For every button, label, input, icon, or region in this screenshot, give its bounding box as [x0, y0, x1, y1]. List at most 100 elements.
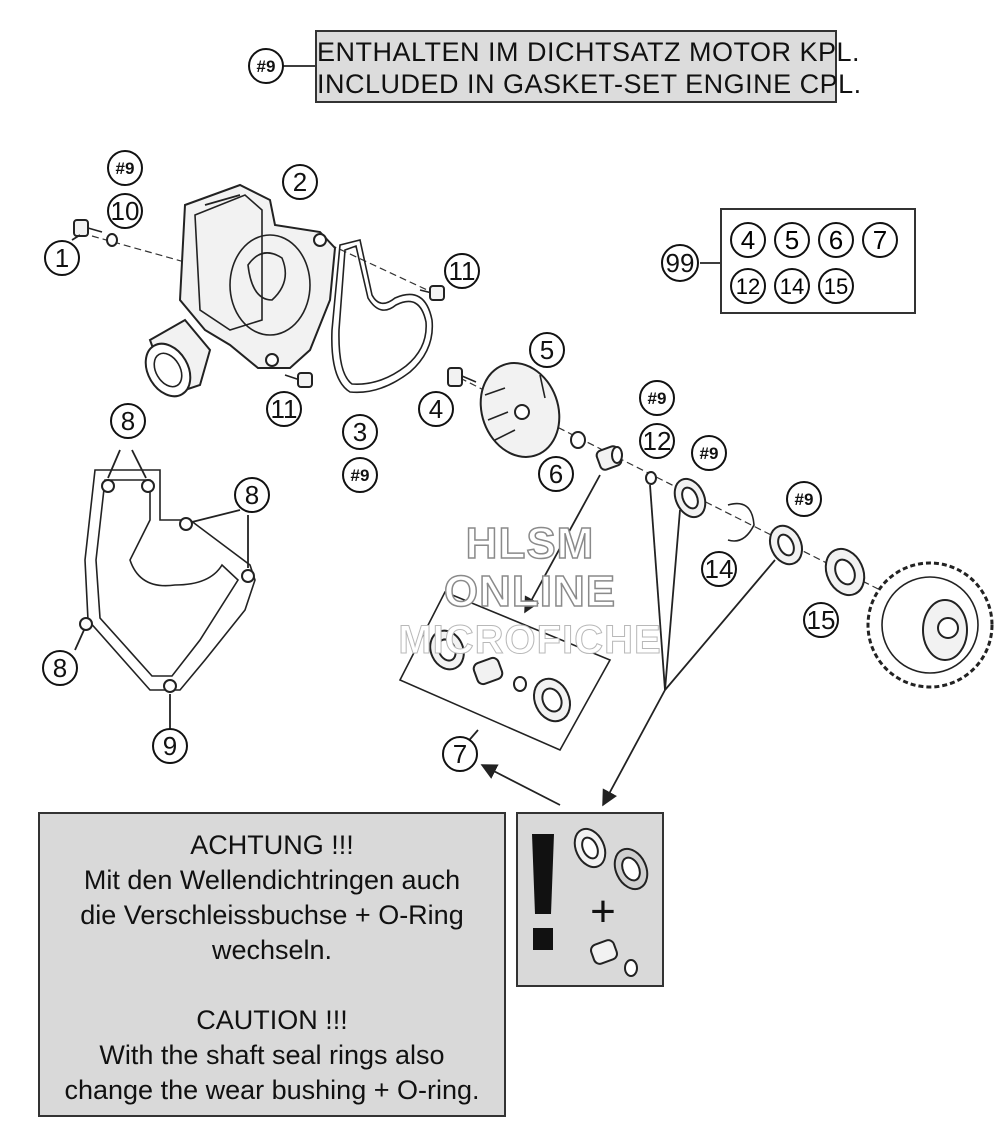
svg-text:#9: #9: [116, 159, 135, 178]
screw-part-1: [73, 219, 103, 237]
kit-part-7: 7: [862, 222, 898, 258]
shaft-seal-ring-part-2: [768, 524, 804, 566]
callout-7: 7: [442, 736, 478, 772]
callout-11-lower: 11: [266, 391, 302, 427]
callout-9: 9: [152, 728, 188, 764]
svg-text:15: 15: [807, 605, 836, 635]
gasket-note-ref-circle: #9: [248, 48, 284, 84]
svg-text:#9: #9: [700, 444, 719, 463]
shaft-seal-ring-part: [673, 477, 707, 519]
callout-3: 3: [342, 414, 378, 450]
callout-11-upper: 11: [444, 253, 480, 289]
callout-10: 10: [107, 193, 143, 229]
kit-part-6: 6: [818, 222, 854, 258]
kit-contents-callouts: 4 5 6 7 12 14 15: [730, 222, 898, 304]
caution-text-english-2: change the wear bushing + O-ring.: [64, 1075, 480, 1105]
assembly-axis-line: [91, 235, 321, 301]
plus-sign: +: [590, 887, 616, 936]
gasket-note-english: INCLUDED IN GASKET-SET ENGINE CPL.: [317, 69, 862, 99]
callout-8-top: 8: [110, 403, 146, 439]
svg-text:6: 6: [829, 225, 843, 255]
circlip-part-14: [727, 502, 755, 542]
impeller-part-5: [479, 362, 561, 458]
warning-pictogram-box: +: [516, 812, 664, 987]
callout-2: 2: [282, 164, 318, 200]
svg-text:7: 7: [873, 225, 887, 255]
gasket-note-german: ENTHALTEN IM DICHTSATZ MOTOR KPL.: [317, 37, 861, 67]
caution-title-german: ACHTUNG !!!: [190, 830, 354, 860]
exclamation-icon: [532, 834, 554, 950]
wear-bushing-part: [595, 445, 623, 471]
svg-text:6: 6: [549, 459, 563, 489]
wear-bushing-icon: [589, 939, 619, 965]
bolt-part-11-lower: [284, 372, 313, 388]
svg-text:11: 11: [271, 394, 298, 424]
kit-ref-circle-99: 99: [661, 244, 699, 282]
callout-1: 1: [44, 240, 80, 276]
svg-text:8: 8: [53, 653, 67, 683]
o-ring-gasket-part-3: [331, 239, 434, 394]
seal-ring-icon: [573, 827, 607, 869]
svg-text:7: 7: [453, 739, 467, 769]
svg-text:3: 3: [353, 417, 367, 447]
o-ring-part-12: [645, 471, 657, 485]
kit-part-5: 5: [774, 222, 810, 258]
callout-hash9-e: #9: [786, 481, 822, 517]
kit-contents-box: 4 5 6 7 12 14 15: [720, 208, 916, 314]
callout-8-right: 8: [234, 477, 270, 513]
callout-hash9-b: #9: [342, 457, 378, 493]
svg-text:5: 5: [540, 335, 554, 365]
svg-text:1: 1: [55, 243, 69, 273]
pump-gear-shaft: [866, 561, 994, 689]
seal-ring-icon-2: [613, 847, 649, 891]
water-pump-housing-part-2: [144, 183, 337, 398]
svg-text:12: 12: [643, 426, 672, 456]
svg-text:#9: #9: [648, 389, 667, 408]
svg-text:8: 8: [121, 406, 135, 436]
svg-text:11: 11: [449, 256, 476, 286]
callout-hash9-d: #9: [691, 435, 727, 471]
kit-part-12: 12: [730, 268, 766, 304]
callout-hash9-c: #9: [639, 380, 675, 416]
svg-text:8: 8: [245, 480, 259, 510]
caution-text-german-1: Mit den Wellendichtringen auch: [83, 865, 461, 895]
pump-cover-gasket: [79, 469, 256, 693]
o-ring-icon: [624, 959, 638, 977]
callout-8-left: 8: [42, 650, 78, 686]
impeller-bolt-part-4: [447, 367, 477, 387]
callout-5: 5: [529, 332, 565, 368]
callout-hash9-a: #9: [107, 150, 143, 186]
caution-text-german-3: wechseln.: [211, 935, 333, 965]
svg-text:#9: #9: [257, 57, 276, 76]
watermark-line-3: MICROFICHE: [398, 618, 662, 663]
callout-4: 4: [418, 391, 454, 427]
svg-text:99: 99: [666, 248, 695, 278]
svg-text:2: 2: [293, 167, 307, 197]
svg-text:10: 10: [111, 196, 140, 226]
bolt-part-11-upper: [419, 285, 445, 301]
svg-text:14: 14: [705, 554, 734, 584]
kit-part-14: 14: [774, 268, 810, 304]
callout-15: 15: [803, 602, 839, 638]
svg-text:#9: #9: [351, 466, 370, 485]
watermark: HLSM ONLINE MICROFICHE: [360, 519, 700, 664]
leader-lines: [71, 194, 776, 807]
gasket-set-note: ENTHALTEN IM DICHTSATZ MOTOR KPL. INCLUD…: [315, 30, 862, 103]
caution-note: ACHTUNG !!! Mit den Wellendichtringen au…: [38, 812, 506, 1117]
kit-part-15: 15: [818, 268, 854, 304]
washer-part-6: [570, 431, 586, 449]
svg-text:14: 14: [780, 274, 804, 299]
bearing-part-15: [824, 547, 866, 597]
washer-part-10: [106, 233, 118, 247]
svg-text:12: 12: [736, 274, 760, 299]
caution-text-english-1: With the shaft seal rings also: [99, 1040, 445, 1070]
seal-kit-detail-box-7: [398, 590, 612, 752]
caution-title-english: CAUTION !!!: [196, 1005, 348, 1035]
svg-text:9: 9: [163, 731, 177, 761]
kit-part-4: 4: [730, 222, 766, 258]
callout-12: 12: [639, 423, 675, 459]
svg-text:#9: #9: [795, 490, 814, 509]
svg-text:4: 4: [741, 225, 755, 255]
svg-text:5: 5: [785, 225, 799, 255]
